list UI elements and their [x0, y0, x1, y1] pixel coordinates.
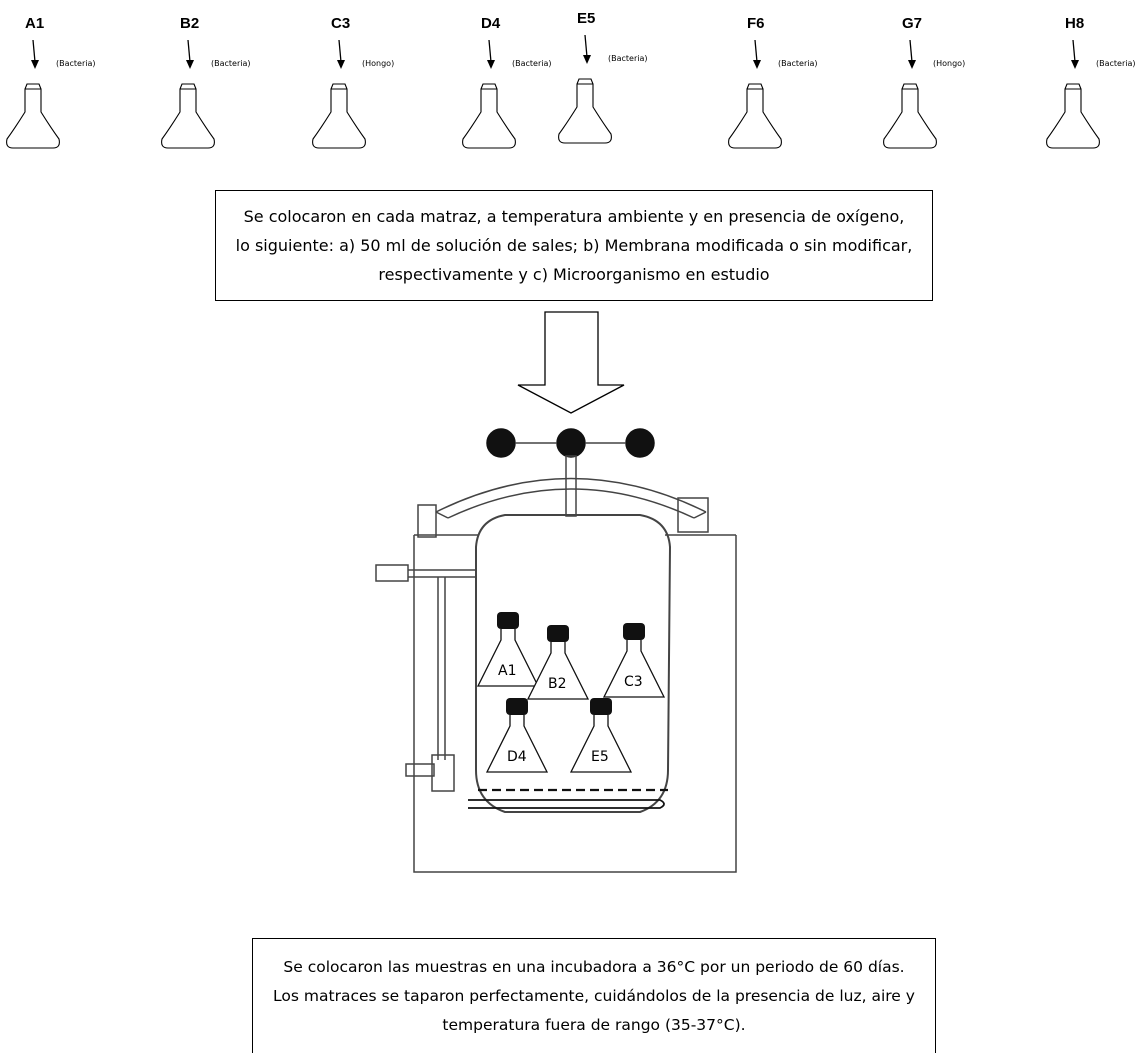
stopper-icon — [497, 612, 519, 629]
volumetric-flask-icon — [1046, 83, 1100, 149]
arrow-head — [31, 60, 39, 69]
erlenmeyer-E5: E5 — [569, 698, 633, 773]
flask-label: D4 — [481, 15, 501, 32]
organism-label: (Bacteria) — [608, 54, 648, 63]
step1-description: Se colocaron en cada matraz, a temperatu… — [215, 190, 933, 301]
volumetric-flask-icon — [6, 83, 60, 149]
pointer-arrow-line — [909, 39, 913, 63]
flask-B2: B2 (Bacteria) — [161, 15, 251, 149]
flask-C3: C3 (Hongo) — [312, 15, 394, 149]
flask-label: A1 — [498, 663, 516, 679]
pointer-arrow-line — [1072, 39, 1076, 63]
organism-label: (Bacteria) — [56, 59, 96, 68]
volumetric-flask-icon — [161, 83, 215, 149]
stopper-icon — [590, 698, 612, 715]
pointer-arrow-line — [32, 39, 36, 63]
arrow-head — [908, 60, 916, 69]
arrow-head — [583, 55, 591, 64]
flask-label: E5 — [577, 10, 595, 27]
erlenmeyer-A1: A1 — [476, 612, 540, 687]
organism-label: (Hongo) — [362, 59, 394, 68]
organism-label: (Bacteria) — [211, 59, 251, 68]
flask-label: B2 — [180, 15, 199, 32]
erlenmeyer-flask-icon — [526, 642, 590, 700]
flask-label: E5 — [591, 749, 609, 765]
step2-description: Se colocaron las muestras en una incubad… — [252, 938, 936, 1053]
stopper-icon — [623, 623, 645, 640]
arrow-head — [1071, 60, 1079, 69]
flask-E5: E5 (Bacteria) — [558, 10, 648, 144]
arrow-head — [487, 60, 495, 69]
flask-label: F6 — [747, 15, 765, 32]
pointer-arrow-line — [584, 34, 588, 58]
erlenmeyer-flask-icon — [476, 629, 540, 687]
arrow-head — [337, 60, 345, 69]
flask-A1: A1 (Bacteria) — [6, 15, 96, 149]
pointer-arrow-line — [754, 39, 758, 63]
erlenmeyer-flask-icon — [569, 715, 633, 773]
erlenmeyer-flask-icon — [485, 715, 549, 773]
flask-label: D4 — [507, 749, 527, 765]
volumetric-flask-icon — [728, 83, 782, 149]
volumetric-flask-icon — [883, 83, 937, 149]
stopper-icon — [547, 625, 569, 642]
erlenmeyer-flask-icon — [602, 640, 666, 698]
erlenmeyer-B2: B2 — [526, 625, 590, 700]
arrow-head — [753, 60, 761, 69]
knob-right — [625, 428, 655, 458]
flask-F6: F6 (Bacteria) — [728, 15, 818, 149]
flask-label: H8 — [1065, 15, 1084, 32]
flask-D4: D4 (Bacteria) — [462, 15, 552, 149]
flask-G7: G7 (Hongo) — [883, 15, 965, 149]
volumetric-flask-icon — [462, 83, 516, 149]
pointer-arrow-line — [338, 39, 342, 63]
flask-H8: H8 (Bacteria) — [1046, 15, 1136, 149]
knob-left — [486, 428, 516, 458]
organism-label: (Hongo) — [933, 59, 965, 68]
flask-label: C3 — [624, 674, 643, 690]
erlenmeyer-C3: C3 — [602, 623, 666, 698]
knob-center — [556, 428, 586, 458]
incubator-drawing — [375, 428, 737, 873]
pointer-arrow-line — [488, 39, 492, 63]
flask-label: A1 — [25, 15, 44, 32]
stopper-icon — [506, 698, 528, 715]
arrow-head — [186, 60, 194, 69]
volumetric-flask-icon — [312, 83, 366, 149]
volumetric-flask-icon — [558, 78, 612, 144]
organism-label: (Bacteria) — [1096, 59, 1136, 68]
flask-label: C3 — [331, 15, 350, 32]
organism-label: (Bacteria) — [512, 59, 552, 68]
flask-label: B2 — [548, 676, 567, 692]
flask-label: G7 — [902, 15, 922, 32]
pointer-arrow-line — [187, 39, 191, 63]
down-arrow — [517, 311, 625, 414]
flask-row: A1 (Bacteria) B2 (Bacteria) C3 (Hongo) D4 (Bact… — [6, 10, 1136, 149]
erlenmeyer-D4: D4 — [485, 698, 549, 773]
organism-label: (Bacteria) — [778, 59, 818, 68]
